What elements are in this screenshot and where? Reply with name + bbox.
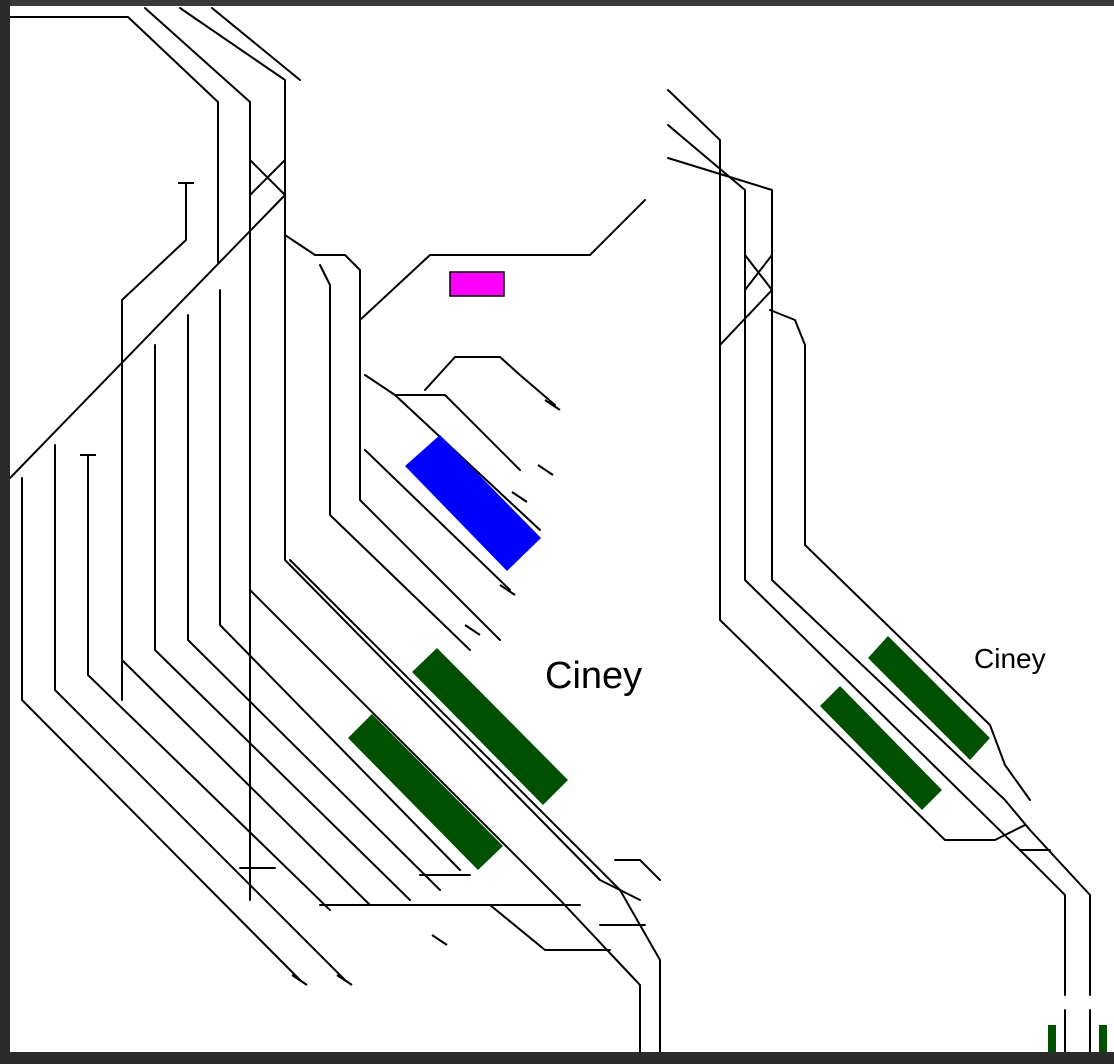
- track-parallel-5: [154, 344, 411, 901]
- frame-top-bar: [0, 0, 1114, 6]
- track-layout-simplified: Ciney: [666, 6, 1114, 1052]
- station-label-left: Ciney: [545, 655, 642, 697]
- track-parallel-2: [54, 444, 346, 981]
- track-main-1: [10, 16, 219, 263]
- track-main-4: [211, 7, 301, 81]
- buffer-stop-b: [537, 464, 554, 476]
- track-parallel-1: [21, 477, 301, 981]
- track-r-branch: [769, 309, 1031, 801]
- track-bottom-curve: [489, 904, 611, 951]
- buffer-stop-a: [544, 399, 561, 411]
- track-main-2: [144, 7, 251, 901]
- track-parallel-4: [121, 659, 371, 906]
- station-label-right: Ciney: [974, 643, 1046, 674]
- track-main-3: [179, 7, 641, 901]
- building-blue: [405, 435, 541, 571]
- track-parallel-6: [187, 314, 441, 891]
- track-parallel-7: [219, 289, 461, 871]
- track-siding-top: [121, 182, 187, 701]
- buffer-stop-c: [511, 491, 528, 503]
- track-siding-b: [424, 356, 556, 406]
- track-r-main-1: [667, 89, 1026, 841]
- track-crossover-diagonal: [10, 194, 286, 479]
- track-parallel-9: [289, 559, 661, 1052]
- frame-bottom-bar: [0, 1052, 1114, 1064]
- building-magenta: [449, 271, 505, 297]
- frame-left-bar: [0, 0, 10, 1064]
- platform-right-stub-1: [1048, 1025, 1056, 1052]
- track-branch-up: [359, 199, 646, 321]
- track-r-main-3: [667, 157, 1091, 996]
- track-layout-detailed: Ciney: [10, 6, 666, 1052]
- track-siding-a: [364, 374, 521, 471]
- platform-right-2: [820, 686, 942, 810]
- track-siding-d: [364, 449, 511, 591]
- track-crossover-diagonal-3: [249, 159, 286, 196]
- track-parallel-8: [249, 589, 641, 1052]
- track-r-crossover-2: [744, 254, 773, 291]
- track-bottom-connector-5: [614, 859, 661, 881]
- track-branch-2: [319, 264, 471, 651]
- buffer-stop-bottom-3: [431, 934, 448, 946]
- platform-right-stub-2: [1099, 1025, 1107, 1052]
- track-parallel-3: [87, 454, 331, 911]
- track-layout-detailed-svg: Ciney: [10, 7, 661, 1052]
- track-siding-c: [394, 394, 541, 531]
- buffer-stop-bottom-2: [336, 974, 353, 986]
- track-branch-1: [284, 234, 501, 641]
- track-r-main-2: [667, 124, 1066, 996]
- platform-left-2: [348, 714, 503, 870]
- buffer-stop-d: [499, 584, 516, 596]
- track-layout-simplified-svg: Ciney: [667, 89, 1107, 1052]
- platform-right-1: [868, 636, 990, 760]
- buffer-stop-bottom-1: [291, 974, 308, 986]
- track-r-crossover-1: [719, 254, 773, 346]
- buffer-stop-e: [464, 624, 481, 636]
- platform-left-1: [412, 648, 568, 805]
